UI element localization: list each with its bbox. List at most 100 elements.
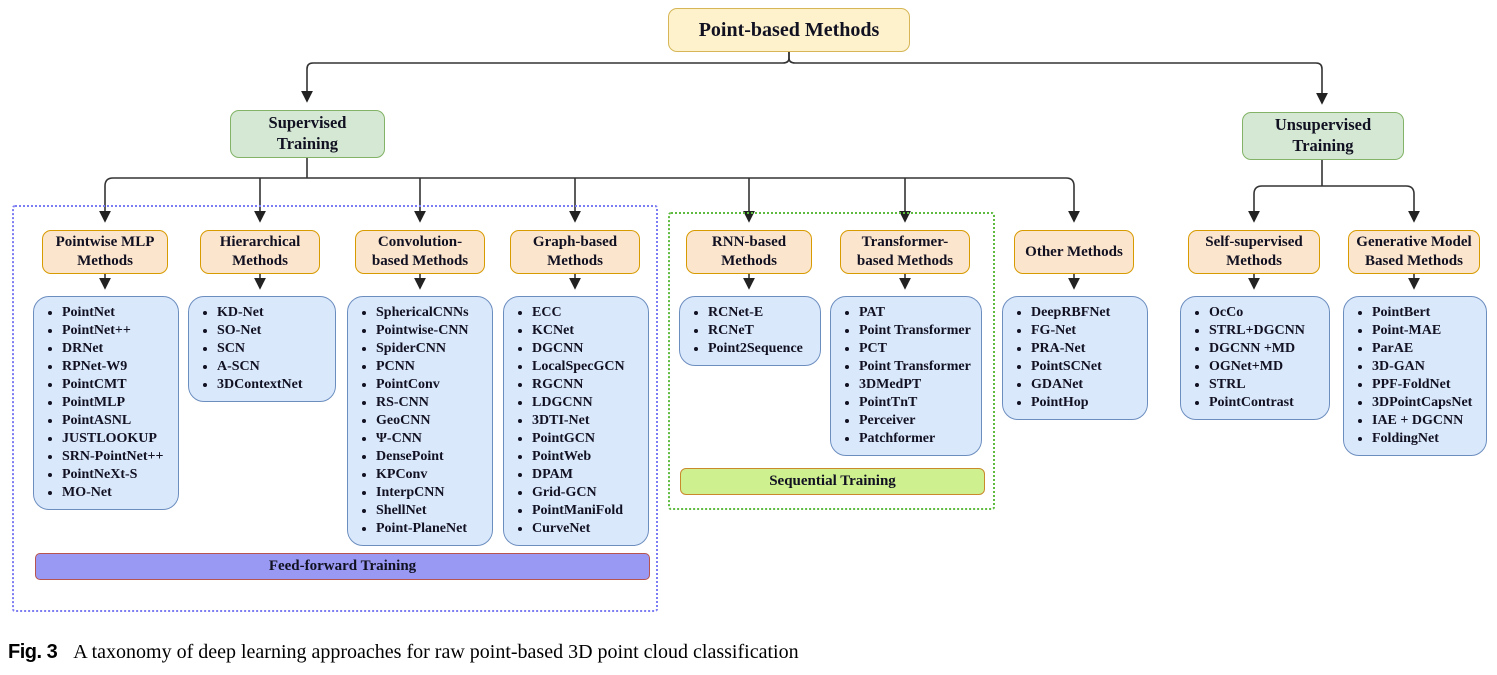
method-item: CurveNet [532, 520, 644, 538]
method-item: IAE + DGCNN [1372, 412, 1482, 430]
method-item: STRL+DGCNN [1209, 322, 1325, 340]
method-item: ShellNet [376, 502, 488, 520]
method-item: PPF-FoldNet [1372, 376, 1482, 394]
list-hierarchical: KD-NetSO-NetSCNA-SCN3DContextNet [188, 296, 336, 402]
method-item: RCNet-E [708, 304, 816, 322]
method-item: STRL [1209, 376, 1325, 394]
method-item: RPNet-W9 [62, 358, 174, 376]
method-item: RGCNN [532, 376, 644, 394]
method-item: 3DTI-Net [532, 412, 644, 430]
list-generative: PointBertPoint-MAEParAE3D-GANPPF-FoldNet… [1343, 296, 1487, 456]
method-item: GDANet [1031, 376, 1143, 394]
category-other: Other Methods [1014, 230, 1134, 274]
category-hierarchical: Hierarchical Methods [200, 230, 320, 274]
method-item: DPAM [532, 466, 644, 484]
method-item: OGNet+MD [1209, 358, 1325, 376]
method-item: MO-Net [62, 484, 174, 502]
branch-node-supervised: Supervised Training [230, 110, 385, 158]
method-item: SO-Net [217, 322, 331, 340]
method-item: GeoCNN [376, 412, 488, 430]
feedforward-training-banner: Feed-forward Training [35, 553, 650, 580]
method-item: KD-Net [217, 304, 331, 322]
list-graph-based: ECCKCNetDGCNNLocalSpecGCNRGCNNLDGCNN3DTI… [503, 296, 649, 546]
method-item: Grid-GCN [532, 484, 644, 502]
method-item: DRNet [62, 340, 174, 358]
method-item: PointNeXt-S [62, 466, 174, 484]
method-item: PointASNL [62, 412, 174, 430]
list-transformer: PATPoint TransformerPCTPoint Transformer… [830, 296, 982, 456]
method-item: SphericalCNNs [376, 304, 488, 322]
method-item: PointContrast [1209, 394, 1325, 412]
method-item: DeepRBFNet [1031, 304, 1143, 322]
method-item: PointCMT [62, 376, 174, 394]
method-item: PointNet [62, 304, 174, 322]
branch-node-unsupervised: Unsupervised Training [1242, 112, 1404, 160]
method-item: 3DContextNet [217, 376, 331, 394]
category-rnn-based: RNN-based Methods [686, 230, 812, 274]
method-item: 3D-GAN [1372, 358, 1482, 376]
category-pointwise-mlp: Pointwise MLP Methods [42, 230, 168, 274]
method-item: Point2Sequence [708, 340, 816, 358]
method-item: PointSCNet [1031, 358, 1143, 376]
method-item: Ψ-CNN [376, 430, 488, 448]
method-item: ECC [532, 304, 644, 322]
method-item: DGCNN [532, 340, 644, 358]
method-item: PointBert [1372, 304, 1482, 322]
method-item: PAT [859, 304, 977, 322]
method-item: KCNet [532, 322, 644, 340]
method-item: Perceiver [859, 412, 977, 430]
list-convolution: SphericalCNNsPointwise-CNNSpiderCNNPCNNP… [347, 296, 493, 546]
method-item: InterpCNN [376, 484, 488, 502]
method-item: 3DPointCapsNet [1372, 394, 1482, 412]
method-item: PCT [859, 340, 977, 358]
method-item: PointConv [376, 376, 488, 394]
method-item: Patchformer [859, 430, 977, 448]
method-item: LDGCNN [532, 394, 644, 412]
method-item: FoldingNet [1372, 430, 1482, 448]
method-item: OcCo [1209, 304, 1325, 322]
category-self-supervised: Self-supervised Methods [1188, 230, 1320, 274]
method-item: ParAE [1372, 340, 1482, 358]
sequential-training-region [668, 212, 995, 510]
method-item: SRN-PointNet++ [62, 448, 174, 466]
method-item: 3DMedPT [859, 376, 977, 394]
method-item: RS-CNN [376, 394, 488, 412]
method-item: PointHop [1031, 394, 1143, 412]
method-item: PointWeb [532, 448, 644, 466]
method-item: KPConv [376, 466, 488, 484]
method-item: Point Transformer [859, 322, 977, 340]
list-pointwise-mlp: PointNetPointNet++DRNetRPNet-W9PointCMTP… [33, 296, 179, 510]
method-item: PointMLP [62, 394, 174, 412]
list-other: DeepRBFNetFG-NetPRA-NetPointSCNetGDANetP… [1002, 296, 1148, 420]
method-item: Pointwise-CNN [376, 322, 488, 340]
figure-number: Fig. 3 [8, 641, 58, 663]
figure-caption: Fig. 3 A taxonomy of deep learning appro… [8, 641, 1488, 664]
method-item: LocalSpecGCN [532, 358, 644, 376]
method-item: JUSTLOOKUP [62, 430, 174, 448]
list-self-supervised: OcCoSTRL+DGCNNDGCNN +MDOGNet+MDSTRLPoint… [1180, 296, 1330, 420]
list-rnn-based: RCNet-ERCNeTPoint2Sequence [679, 296, 821, 366]
method-item: DensePoint [376, 448, 488, 466]
root-node: Point-based Methods [668, 8, 910, 52]
method-item: Point Transformer [859, 358, 977, 376]
sequential-training-banner: Sequential Training [680, 468, 985, 495]
category-graph-based: Graph-based Methods [510, 230, 640, 274]
method-item: PCNN [376, 358, 488, 376]
method-item: A-SCN [217, 358, 331, 376]
category-convolution: Convolution- based Methods [355, 230, 485, 274]
method-item: SCN [217, 340, 331, 358]
figure-caption-text: A taxonomy of deep learning approaches f… [73, 641, 799, 663]
method-item: RCNeT [708, 322, 816, 340]
feedforward-training-region [12, 205, 658, 612]
method-item: FG-Net [1031, 322, 1143, 340]
method-item: PointManiFold [532, 502, 644, 520]
method-item: Point-PlaneNet [376, 520, 488, 538]
method-item: PointNet++ [62, 322, 174, 340]
method-item: PointTnT [859, 394, 977, 412]
category-generative: Generative Model Based Methods [1348, 230, 1480, 274]
method-item: DGCNN +MD [1209, 340, 1325, 358]
method-item: SpiderCNN [376, 340, 488, 358]
method-item: PointGCN [532, 430, 644, 448]
method-item: PRA-Net [1031, 340, 1143, 358]
